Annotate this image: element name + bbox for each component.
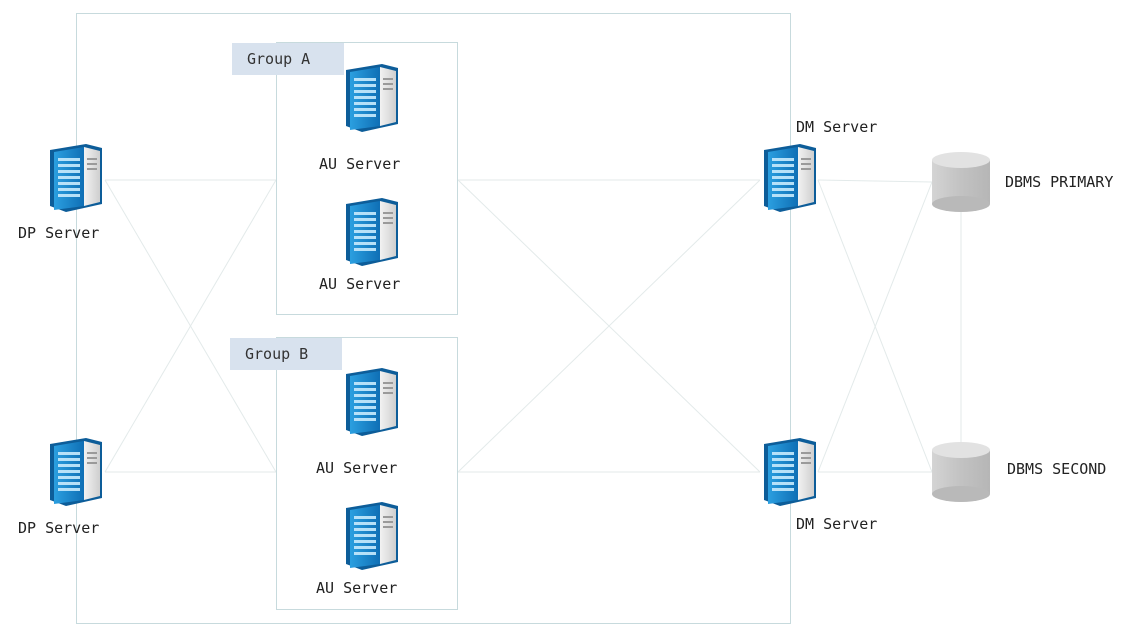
dp-server-label: DP Server [18, 224, 100, 242]
dbms-primary-label: DBMS PRIMARY [1005, 173, 1114, 191]
link-groupb-dm1 [457, 179, 761, 473]
database-icon [932, 152, 990, 212]
link-dm1-primary [817, 179, 933, 183]
database-icon [932, 442, 990, 502]
link-dm2-primary [817, 181, 933, 473]
dbms-second-label: DBMS SECOND [1007, 460, 1107, 478]
server-icon [346, 368, 398, 436]
link-dp2-groupa [104, 179, 277, 473]
server-icon [50, 144, 102, 212]
server-icon [346, 502, 398, 570]
au-server-label: AU Server [319, 275, 401, 293]
dm-server-label: DM Server [796, 515, 878, 533]
server-icon [50, 438, 102, 506]
au-server-label: AU Server [319, 155, 401, 173]
server-icon [764, 438, 816, 506]
group-b-label: Group B [230, 338, 342, 370]
server-icon [764, 144, 816, 212]
au-server-label: AU Server [316, 459, 398, 477]
connections [104, 179, 962, 473]
dm-server-label: DM Server [796, 118, 878, 136]
au-server-label: AU Server [316, 579, 398, 597]
server-icon [346, 64, 398, 132]
outer-boundary [76, 13, 791, 624]
server-icon [346, 198, 398, 266]
dp-server-label: DP Server [18, 519, 100, 537]
group-a-label: Group A [232, 43, 344, 75]
